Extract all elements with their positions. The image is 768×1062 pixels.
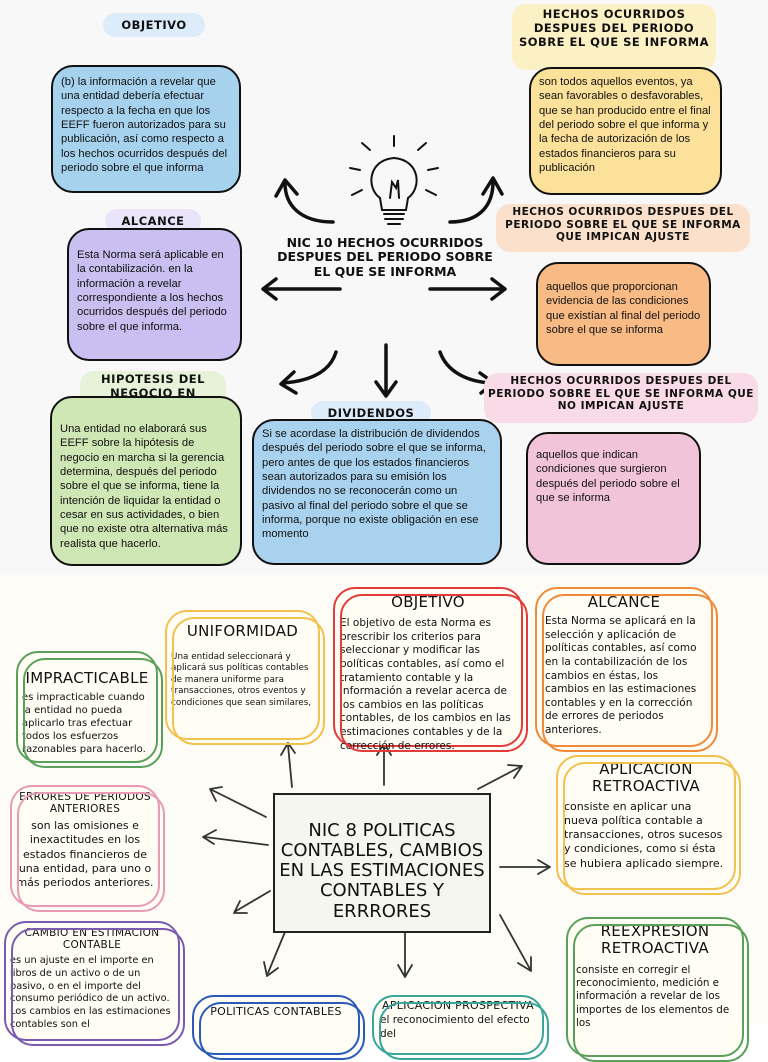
hechos-label: HECHOS OCURRIDOS DESPUES DEL PERIODO SOB… xyxy=(512,4,716,70)
nic8-title: NIC 8 POLITICAS CONTABLES, CAMBIOS EN LA… xyxy=(273,793,491,933)
nic10-section: OBJETIVO (b) la información a revelar qu… xyxy=(50,4,758,566)
cambio-estimacion-label: CAMBIO EN ESTIMACION CONTABLE xyxy=(24,927,160,952)
objetivo-box: (b) la información a revelar que una ent… xyxy=(51,65,241,193)
con-ajuste-box: aquellos que proporcionan evidencia de l… xyxy=(536,262,711,366)
hipotesis-box: Una entidad no elaborará sus EEFF sobre … xyxy=(50,396,242,566)
alcance-box: Esta Norma será aplicable en la contabil… xyxy=(67,228,242,361)
lightbulb-icon xyxy=(349,135,439,225)
con-ajuste-label: HECHOS OCURRIDOS DESPUES DEL PERIODO SOB… xyxy=(496,204,750,252)
uniformidad-text: Una entidad seleccionará y aplicará sus … xyxy=(171,652,312,708)
alcance8-text: Esta Norma se aplicará en la selección y… xyxy=(545,615,697,737)
cambio-estimacion-text: es un ajuste en el importe en libros de … xyxy=(10,955,171,1030)
alcance8-box: ALCANCE Esta Norma se aplicará en la sel… xyxy=(535,587,718,752)
impracticable-text: es impracticable cuando la entidad no pu… xyxy=(22,692,146,755)
nic8-section: UNIFORMIDAD Una entidad seleccionará y a… xyxy=(0,575,768,1062)
aplicacion-prospectiva-label: APLICACION PROSPECTIVA xyxy=(382,999,534,1012)
errores-label: ERRORES DE PERIODOS ANTERIORES xyxy=(19,791,151,816)
errores-text: son las omisiones e inexactitudes en los… xyxy=(16,819,154,890)
aplicacion-retroactiva-label: APLICACION RETROACTIVA xyxy=(592,760,700,796)
aplicacion-retroactiva-text: consiste en aplicar una nueva política c… xyxy=(564,799,724,870)
uniformidad-label: UNIFORMIDAD xyxy=(186,622,299,640)
objetivo8-box: OBJETIVO El objetivo de esta Norma es pr… xyxy=(333,587,528,752)
sin-ajuste-label: HECHOS OCURRIDOS DESPUES DEL PERIODO SOB… xyxy=(484,373,758,423)
dividendos-box: Si se acordase la distribución de divide… xyxy=(252,419,502,565)
impracticable-label: IMPRACTICABLE xyxy=(25,669,149,687)
objetivo-label: OBJETIVO xyxy=(103,13,205,37)
nic10-title: NIC 10 HECHOS OCURRIDOS DESPUES DEL PERI… xyxy=(277,235,493,279)
uniformidad-box: UNIFORMIDAD Una entidad seleccionará y a… xyxy=(165,610,325,745)
alcance8-label: ALCANCE xyxy=(587,593,661,611)
reexpresion-text: consiste en corregir el reconocimiento, … xyxy=(576,963,730,1030)
aplicacion-prospectiva-text: el reconocimiento del efecto del xyxy=(380,1014,530,1040)
politicas-box: POLITICAS CONTABLES xyxy=(192,995,365,1060)
politicas-label: POLITICAS CONTABLES xyxy=(210,1005,342,1018)
cambio-estimacion-box: CAMBIO EN ESTIMACION CONTABLE es un ajus… xyxy=(4,921,185,1046)
objetivo8-text: El objetivo de esta Norma es prescribir … xyxy=(340,617,511,752)
impracticable-box: IMPRACTICABLE es impracticable cuando la… xyxy=(16,651,163,768)
reexpresion-label: REEXPRESION RETROACTIVA xyxy=(600,922,710,958)
sin-ajuste-box: aquellos que indican condiciones que sur… xyxy=(526,432,701,565)
reexpresion-box: REEXPRESION RETROACTIVA consiste en corr… xyxy=(566,917,749,1062)
aplicacion-retroactiva-box: APLICACION RETROACTIVA consiste en aplic… xyxy=(556,755,741,895)
errores-box: ERRORES DE PERIODOS ANTERIORES son las o… xyxy=(10,785,165,912)
hechos-box: son todos aquellos eventos, ya sean favo… xyxy=(529,67,722,195)
aplicacion-prospectiva-box: APLICACION PROSPECTIVA el reconocimiento… xyxy=(372,995,549,1060)
objetivo8-label: OBJETIVO xyxy=(391,593,465,611)
